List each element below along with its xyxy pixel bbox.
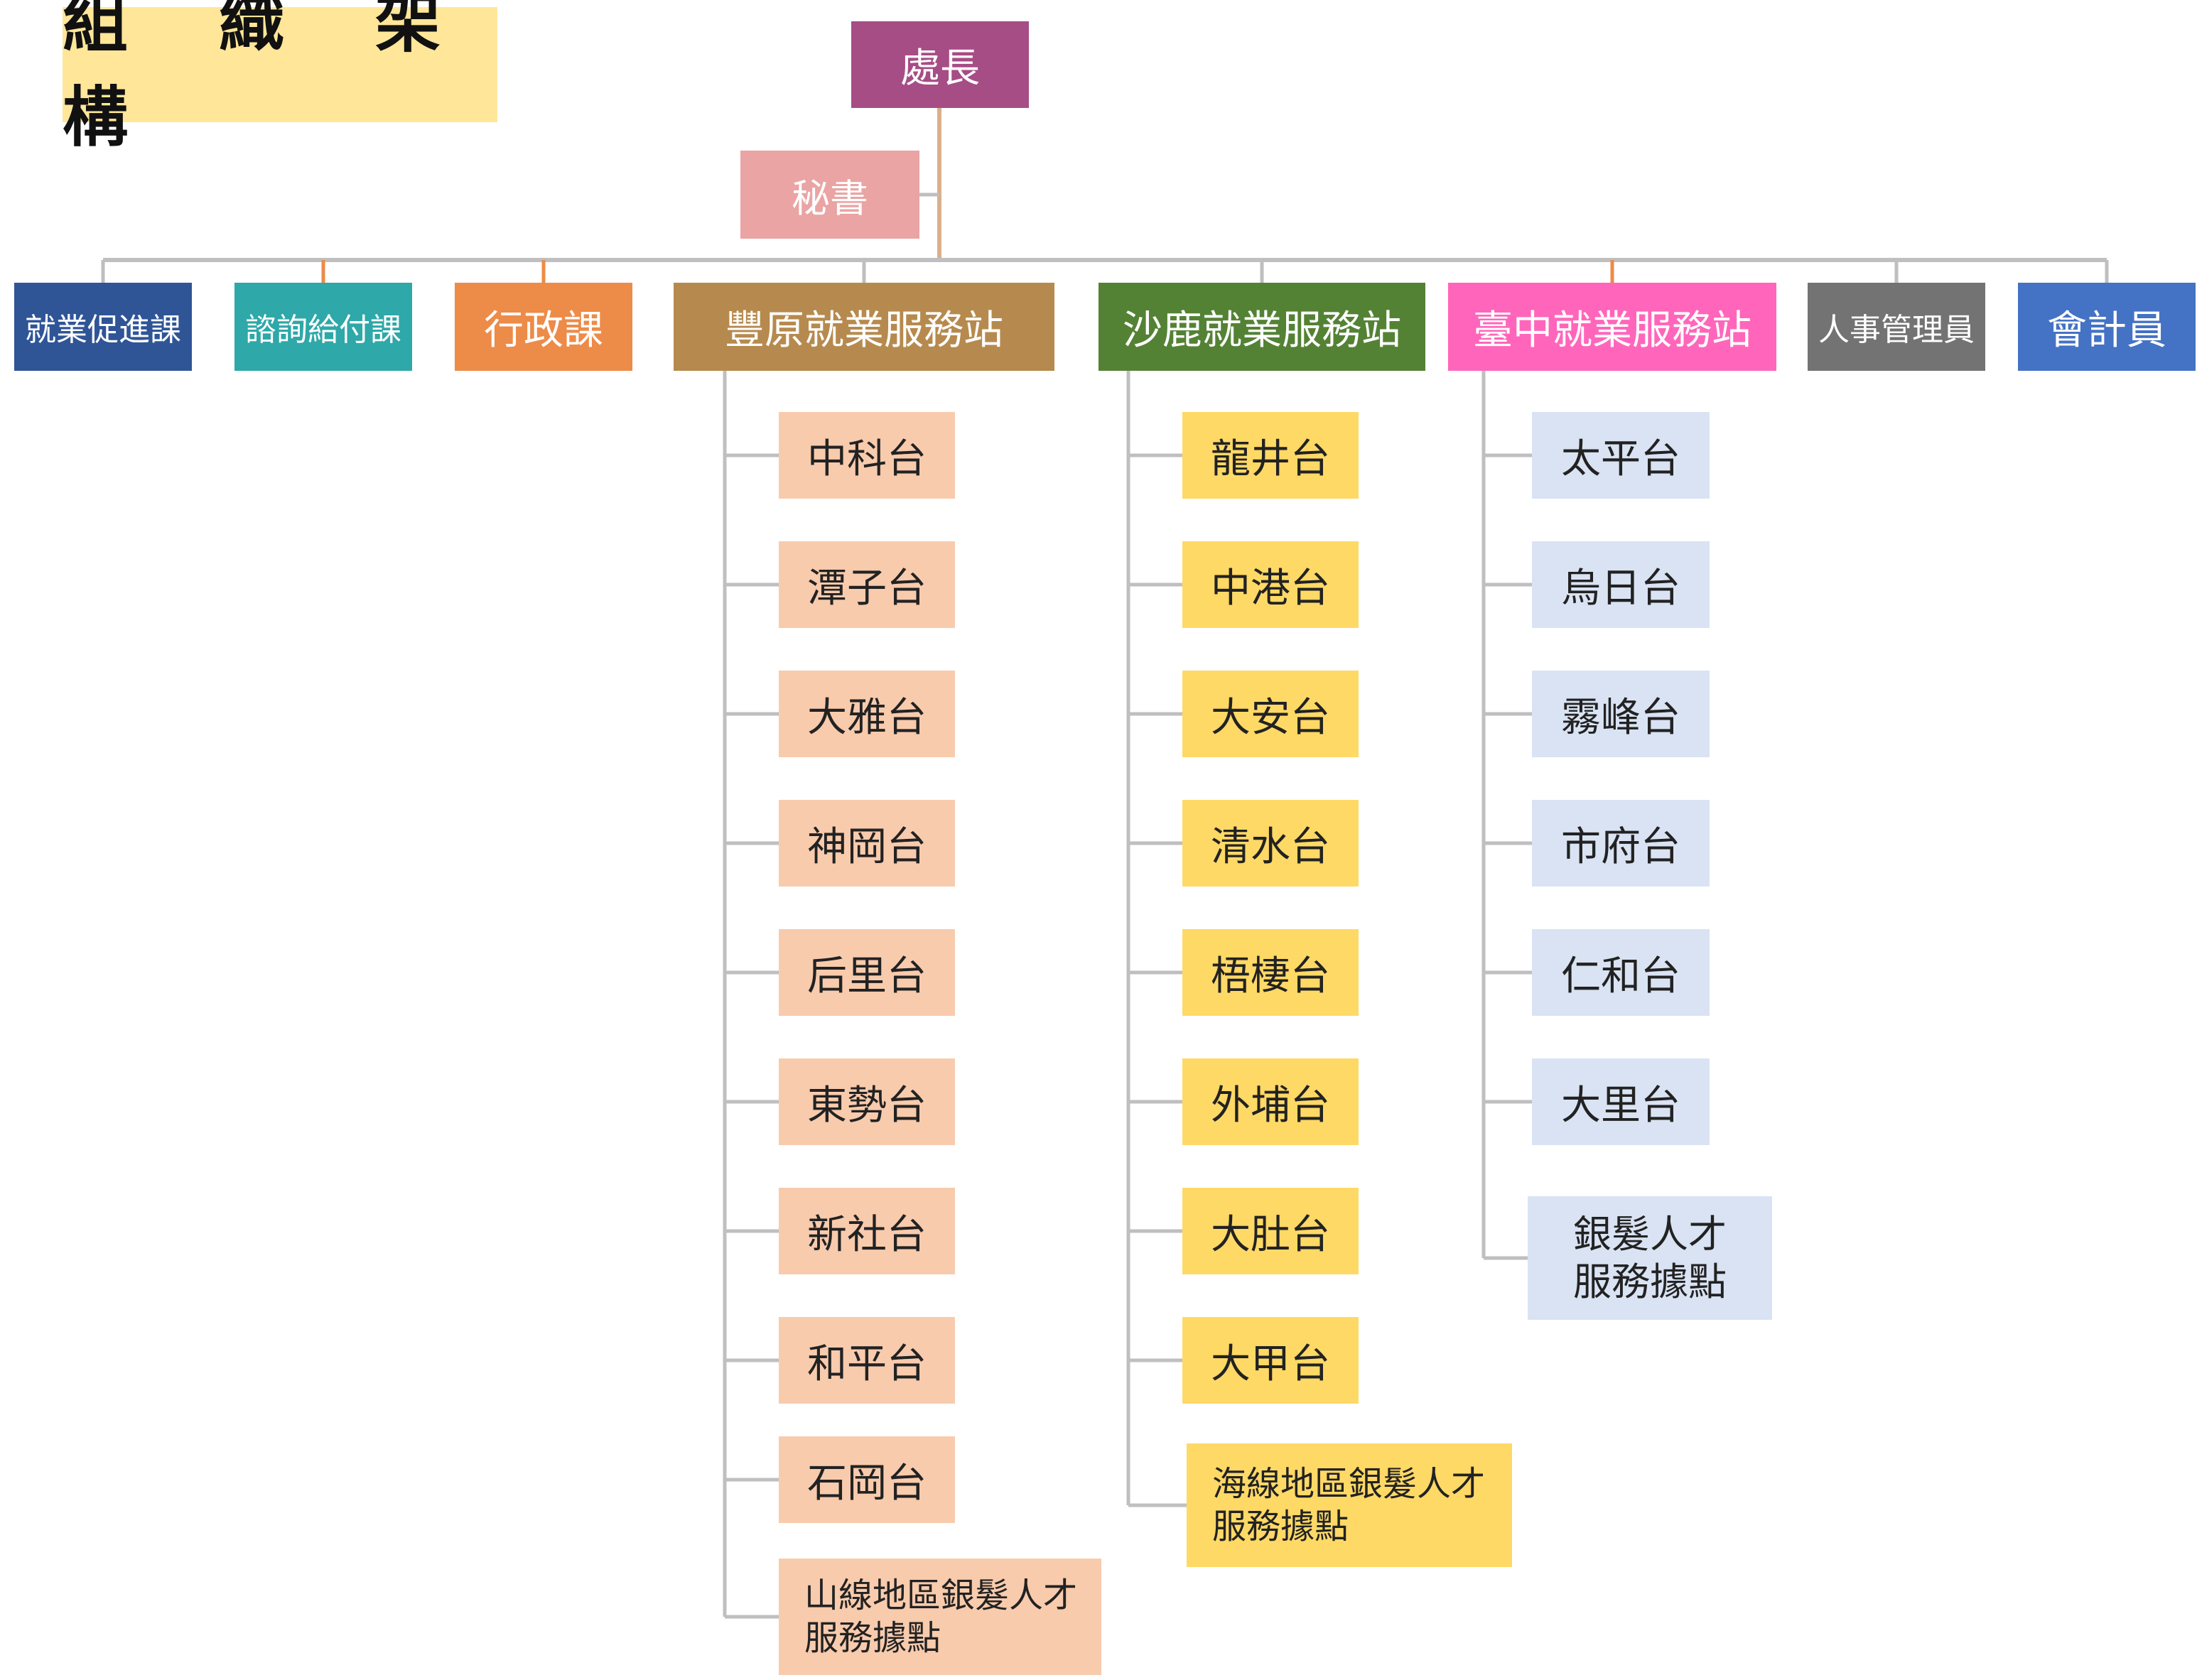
fengyuan-item: 中科台 [779,412,955,499]
taichung-item: 烏日台 [1532,541,1710,628]
taichung-item: 大里台 [1532,1058,1710,1145]
shalu-item: 外埔台 [1182,1058,1359,1145]
shalu-item: 大安台 [1182,671,1359,757]
shalu-item: 大甲台 [1182,1317,1359,1404]
fengyuan-item: 新社台 [779,1188,955,1274]
unit-taichung-station: 臺中就業服務站 [1448,283,1776,371]
fengyuan-item: 和平台 [779,1317,955,1404]
taichung-item: 霧峰台 [1532,671,1710,757]
unit-employment-promotion: 就業促進課 [14,283,192,371]
taichung-silver-service-point: 銀髮人才服務據點 [1528,1196,1772,1320]
unit-shalu-station: 沙鹿就業服務站 [1098,283,1425,371]
shalu-item: 梧棲台 [1182,929,1359,1016]
director-box: 處長 [851,21,1029,108]
taichung-item: 市府台 [1532,800,1710,887]
shalu-silver-service-point: 海線地區銀髮人才服務據點 [1187,1443,1512,1567]
shalu-item: 清水台 [1182,800,1359,887]
secretary-box: 秘書 [740,151,919,239]
fengyuan-item: 石岡台 [779,1436,955,1523]
fengyuan-item: 神岡台 [779,800,955,887]
unit-fengyuan-station: 豐原就業服務站 [674,283,1054,371]
unit-personnel: 人事管理員 [1808,283,1985,371]
fengyuan-item: 潭子台 [779,541,955,628]
fengyuan-silver-service-point: 山線地區銀髮人才服務據點 [779,1559,1101,1675]
shalu-item: 中港台 [1182,541,1359,628]
fengyuan-item: 大雅台 [779,671,955,757]
shalu-item: 大肚台 [1182,1188,1359,1274]
taichung-item: 太平台 [1532,412,1710,499]
unit-consulting-benefits: 諮詢給付課 [234,283,412,371]
unit-accounting: 會計員 [2018,283,2196,371]
page-title: 組 織 架 構 [63,0,497,156]
shalu-item: 龍井台 [1182,412,1359,499]
fengyuan-item: 后里台 [779,929,955,1016]
unit-administration: 行政課 [455,283,632,371]
fengyuan-item: 東勢台 [779,1058,955,1145]
taichung-item: 仁和台 [1532,929,1710,1016]
